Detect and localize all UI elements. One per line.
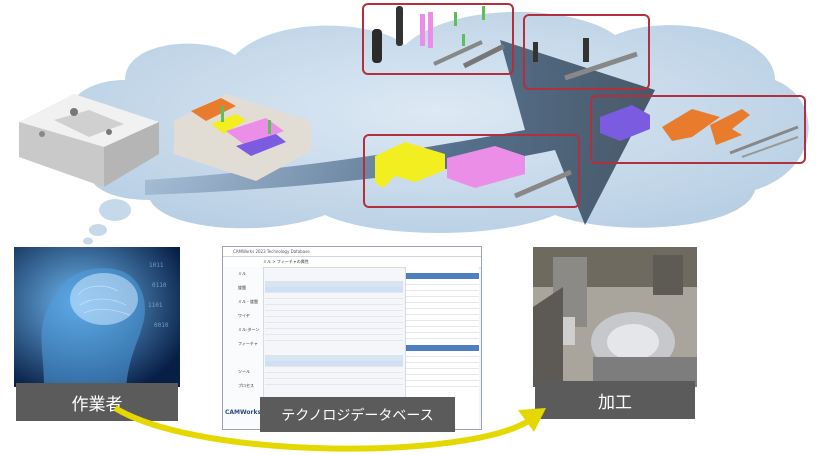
feature-group-frame-2 (523, 14, 650, 90)
breadcrumb: ミル > フィーチャの属性 (223, 257, 481, 268)
workflow-arrow (113, 405, 546, 452)
window-title: CAMWorks 2023 Technology Database (223, 247, 481, 257)
operator-image: 1011 0110 1101 0010 (14, 247, 180, 387)
tool-group-1 (372, 6, 506, 69)
sidebar-item-mill-lathe[interactable]: ミル - 旋盤 (238, 299, 258, 304)
tool-group-2 (533, 38, 638, 81)
sidebar: ミル 旋盤 ミル - 旋盤 ワイヤ ミル-ターン フィーチャ ツール プロセス (223, 267, 264, 429)
brand-logo: CAMWorks (225, 409, 262, 416)
sidebar-item-wire[interactable]: ワイヤ (238, 313, 250, 318)
sidebar-item-mill[interactable]: ミル (238, 271, 246, 276)
sidebar-item-feature[interactable]: フィーチャ (238, 341, 258, 346)
feature-group-frame-3 (590, 95, 806, 164)
svg-text:0110: 0110 (152, 282, 167, 289)
tool-group-4 (375, 142, 572, 199)
sidebar-item-mill-turn[interactable]: ミル-ターン (238, 327, 260, 332)
feature-group-frame-1 (362, 3, 514, 75)
sidebar-item-tool[interactable]: ツール (238, 369, 250, 374)
operator-label: 作業者 (16, 383, 178, 421)
raw-part-icon (19, 94, 159, 187)
feature-group-frame-4 (363, 134, 580, 208)
sidebar-item-lathe[interactable]: 旋盤 (238, 285, 246, 290)
machining-image (533, 247, 697, 387)
svg-text:1101: 1101 (148, 302, 163, 309)
feature-part-icon (174, 94, 311, 181)
svg-text:0010: 0010 (154, 322, 169, 329)
svg-text:1011: 1011 (149, 262, 164, 269)
sidebar-item-process[interactable]: プロセス (238, 383, 254, 388)
thought-bubbles (83, 199, 131, 245)
machining-label: 加工 (535, 381, 695, 419)
tech-db-label: テクノロジデータベース (260, 397, 455, 432)
sidebar-item-blank[interactable] (223, 351, 263, 365)
feature-table (265, 267, 403, 429)
tool-group-3 (600, 105, 799, 158)
